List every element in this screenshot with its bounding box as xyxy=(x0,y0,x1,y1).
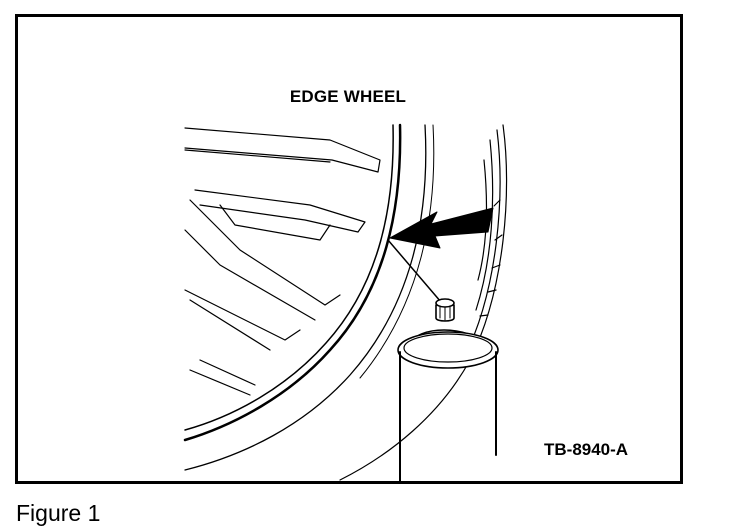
arrow-icon xyxy=(387,207,494,303)
edge-wheel-label: EDGE WHEEL xyxy=(289,87,407,106)
wheel-rim xyxy=(183,123,435,471)
spray-can xyxy=(397,298,499,481)
figure-id-label: TB-8940-A xyxy=(544,440,629,459)
figure-caption: Figure 1 xyxy=(16,500,101,526)
wheel-spokes xyxy=(184,127,381,396)
figure-frame xyxy=(15,14,683,484)
